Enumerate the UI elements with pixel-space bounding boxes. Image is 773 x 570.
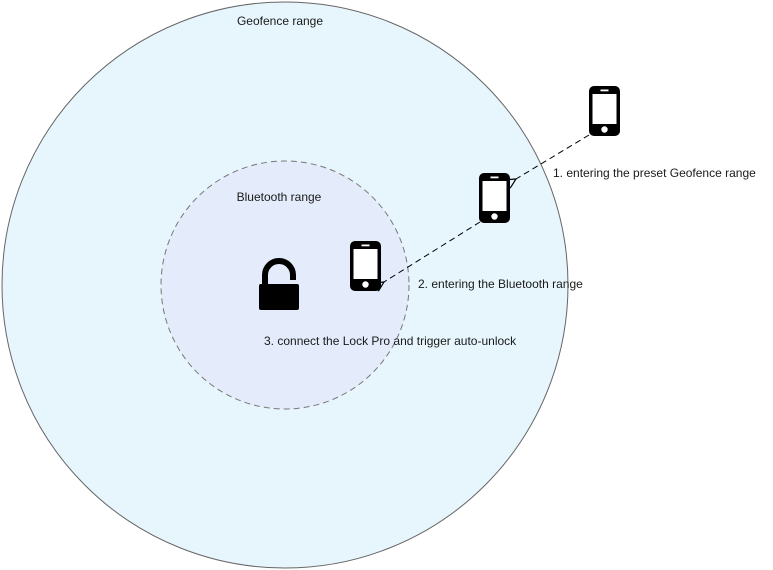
- unlocked-padlock-icon: [259, 258, 299, 310]
- arrow-step2: [384, 221, 481, 282]
- smartphone-icon: [350, 241, 381, 291]
- step2-label: 2. entering the Bluetooth range: [418, 277, 583, 291]
- smartphone-icon: [589, 86, 620, 136]
- step3-label: 3. connect the Lock Pro and trigger auto…: [264, 334, 517, 348]
- smartphone-icon: [479, 173, 510, 223]
- geofence-range-label: Geofence range: [237, 14, 323, 28]
- bluetooth-range-label: Bluetooth range: [237, 190, 322, 204]
- step1-label: 1. entering the preset Geofence range: [553, 166, 756, 180]
- arrow-step1: [516, 134, 590, 179]
